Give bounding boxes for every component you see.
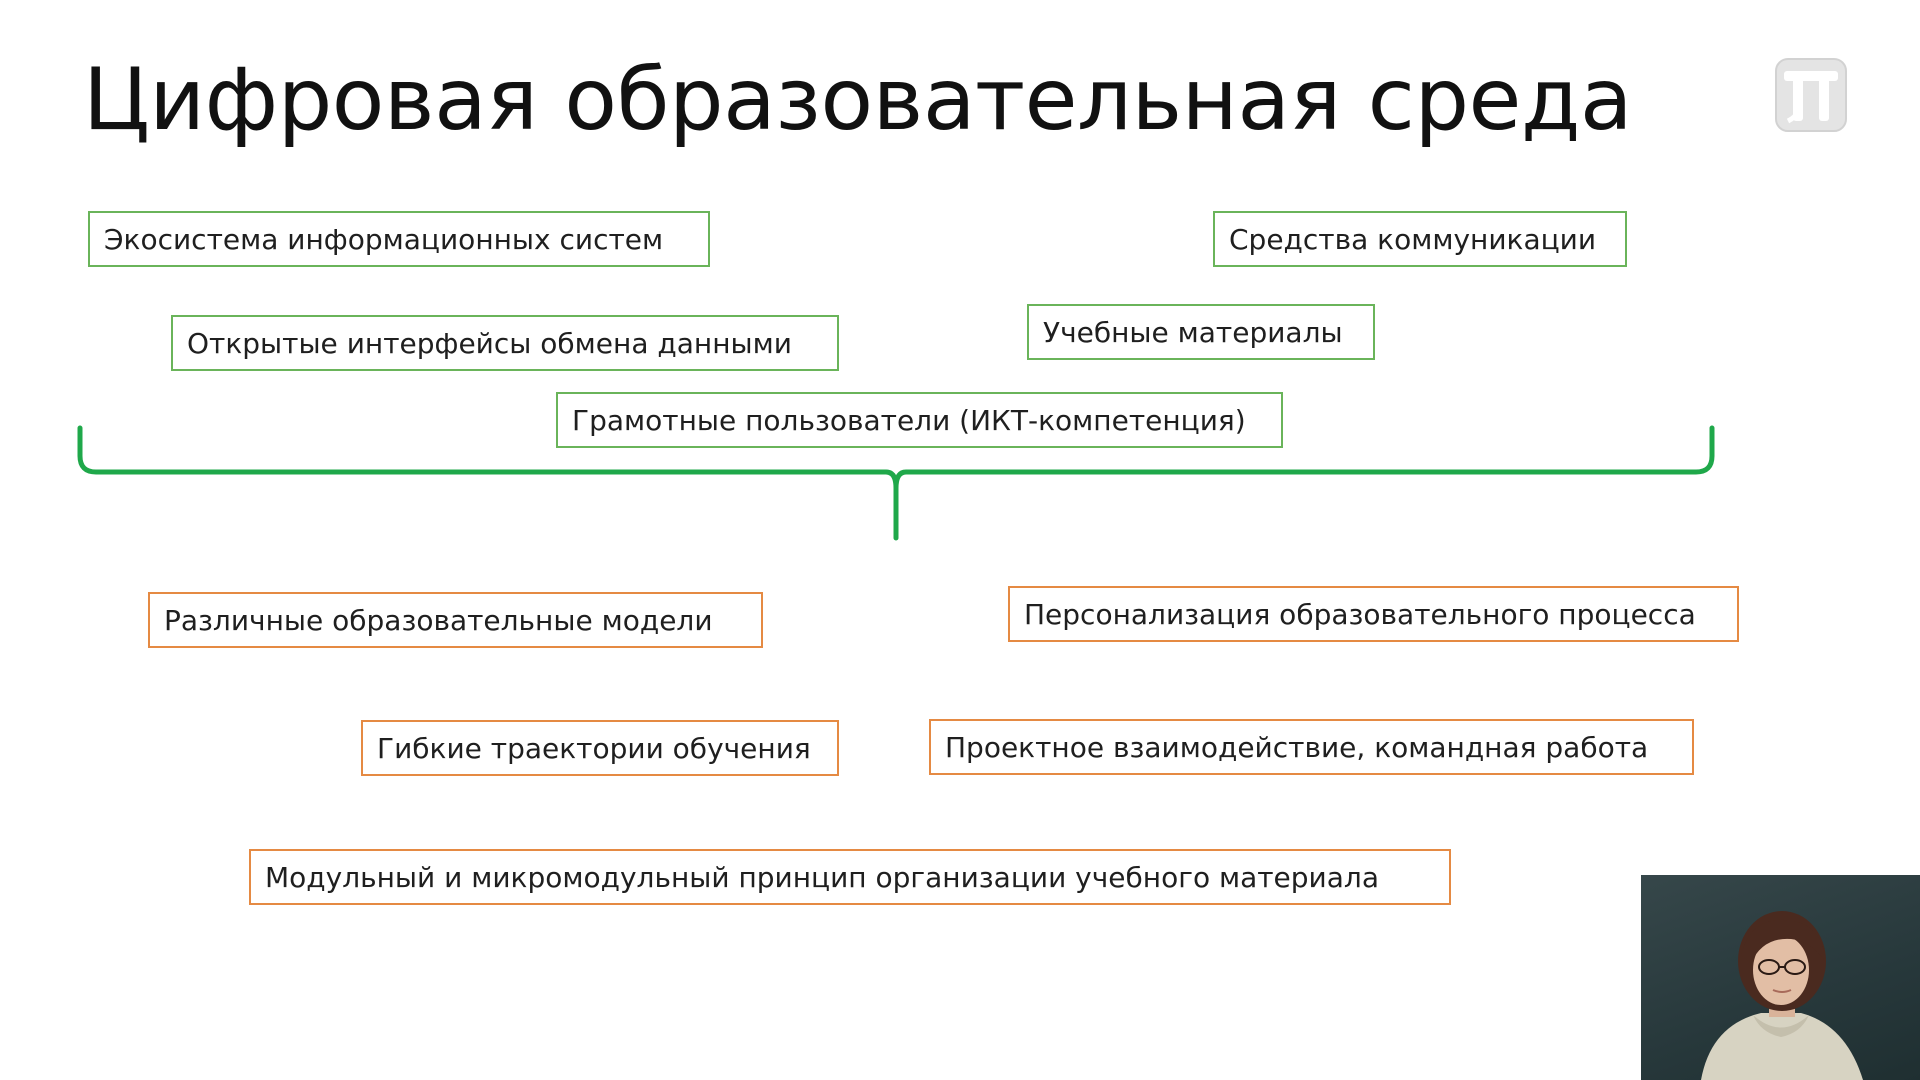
lower-item-label: Персонализация образовательного процесса: [1024, 597, 1696, 631]
upper-item-label: Учебные материалы: [1043, 315, 1343, 349]
upper-item-label: Грамотные пользователи (ИКТ-компетенция): [572, 403, 1246, 437]
lower-item-modular-principle: Модульный и микромодульный принцип орган…: [249, 849, 1451, 905]
upper-item-label: Открытые интерфейсы обмена данными: [187, 326, 792, 360]
upper-item-learning-materials: Учебные материалы: [1027, 304, 1375, 360]
lower-item-label: Модульный и микромодульный принцип орган…: [265, 860, 1379, 894]
presenter-icon: [1701, 911, 1863, 1080]
lower-item-flexible-trajectories: Гибкие траектории обучения: [361, 720, 839, 776]
lower-item-label: Проектное взаимодействие, командная рабо…: [945, 730, 1649, 764]
lower-item-label: Различные образовательные модели: [164, 603, 713, 637]
upper-item-ecosystem: Экосистема информационных систем: [88, 211, 710, 267]
upper-item-label: Экосистема информационных систем: [104, 222, 664, 256]
upper-item-label: Средства коммуникации: [1229, 222, 1597, 256]
upper-item-open-interfaces: Открытые интерфейсы обмена данными: [171, 315, 839, 371]
presenter-video-overlay: [1641, 875, 1920, 1080]
lower-item-educational-models: Различные образовательные модели: [148, 592, 763, 648]
lower-item-label: Гибкие траектории обучения: [377, 731, 811, 765]
upper-item-communication: Средства коммуникации: [1213, 211, 1627, 267]
curly-brace-connector: [77, 425, 1715, 541]
upper-item-literate-users: Грамотные пользователи (ИКТ-компетенция): [556, 392, 1283, 448]
pi-logo-icon: [1775, 58, 1847, 132]
slide-title: Цифровая образовательная среда: [83, 50, 1633, 150]
lower-item-project-teamwork: Проектное взаимодействие, командная рабо…: [929, 719, 1694, 775]
lower-item-personalization: Персонализация образовательного процесса: [1008, 586, 1739, 642]
